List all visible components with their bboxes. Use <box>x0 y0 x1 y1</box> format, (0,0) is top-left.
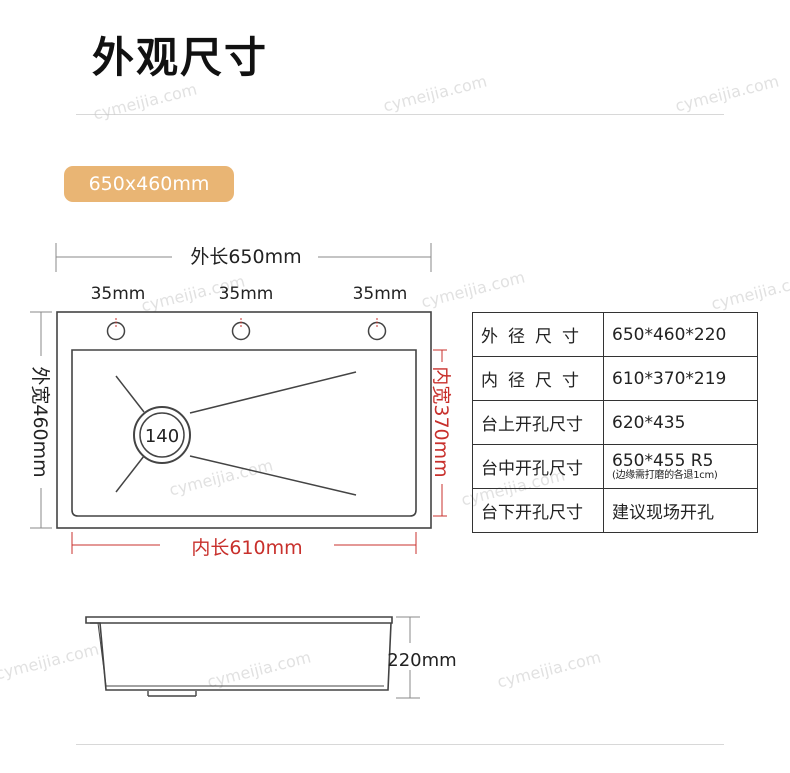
spec-label: 外径尺寸 <box>472 312 604 357</box>
drain-guide-lines <box>115 371 357 496</box>
size-badge: 650x460mm <box>64 166 234 202</box>
hole-spacing-label: 35mm <box>219 284 274 304</box>
outer-length-label: 外长650mm <box>190 246 301 268</box>
spec-label: 内径尺寸 <box>472 356 604 401</box>
table-row: 外径尺寸 650*460*220 <box>472 312 758 357</box>
spec-label: 台上开孔尺寸 <box>472 400 604 445</box>
drain-inner-ring <box>139 412 185 458</box>
hole-spacing-label: 35mm <box>353 284 408 304</box>
inner-length-dimension <box>71 532 417 554</box>
spec-label: 台中开孔尺寸 <box>472 444 604 489</box>
table-row: 内径尺寸 610*370*219 <box>472 356 758 401</box>
sink-inner-basin <box>71 349 417 517</box>
table-row: 台中开孔尺寸 650*455 R5 (边缘需打磨的各退1cm) <box>472 444 758 489</box>
table-row: 台下开孔尺寸 建议现场开孔 <box>472 488 758 533</box>
faucet-hole <box>231 318 251 341</box>
faucet-hole <box>367 318 387 341</box>
hole-spacing-label: 35mm <box>91 284 146 304</box>
page-title: 外观尺寸 <box>92 33 269 82</box>
spec-value: 650*455 R5 <box>612 450 714 471</box>
spec-value: 建议现场开孔 <box>603 488 758 533</box>
drain-outer-ring <box>133 406 191 464</box>
spec-table: 外径尺寸 650*460*220 内径尺寸 610*370*219 台上开孔尺寸… <box>472 312 758 533</box>
spec-note: (边缘需打磨的各退1cm) <box>612 469 718 481</box>
spec-label: 台下开孔尺寸 <box>472 488 604 533</box>
sink-outer-outline <box>56 311 432 529</box>
spec-value: 620*435 <box>603 400 758 445</box>
outer-length-dimension <box>55 243 432 272</box>
spec-value: 650*460*220 <box>603 312 758 357</box>
top-divider <box>76 114 724 115</box>
inner-width-dimension <box>433 349 447 517</box>
outer-width-label: 外宽460mm <box>29 366 51 477</box>
inner-width-label: 内宽370mm <box>430 366 452 477</box>
inner-length-label: 内长610mm <box>191 537 302 559</box>
spec-value: 610*370*219 <box>603 356 758 401</box>
drain-size-label: 140 <box>145 426 179 447</box>
table-row: 台上开孔尺寸 620*435 <box>472 400 758 445</box>
faucet-hole <box>106 318 126 341</box>
spec-value-cell: 650*455 R5 (边缘需打磨的各退1cm) <box>603 444 758 489</box>
depth-label: 220mm <box>387 650 456 671</box>
sink-side-view <box>85 616 393 697</box>
bottom-divider <box>76 744 724 745</box>
depth-dimension <box>396 616 420 699</box>
outer-width-dimension <box>30 311 52 529</box>
